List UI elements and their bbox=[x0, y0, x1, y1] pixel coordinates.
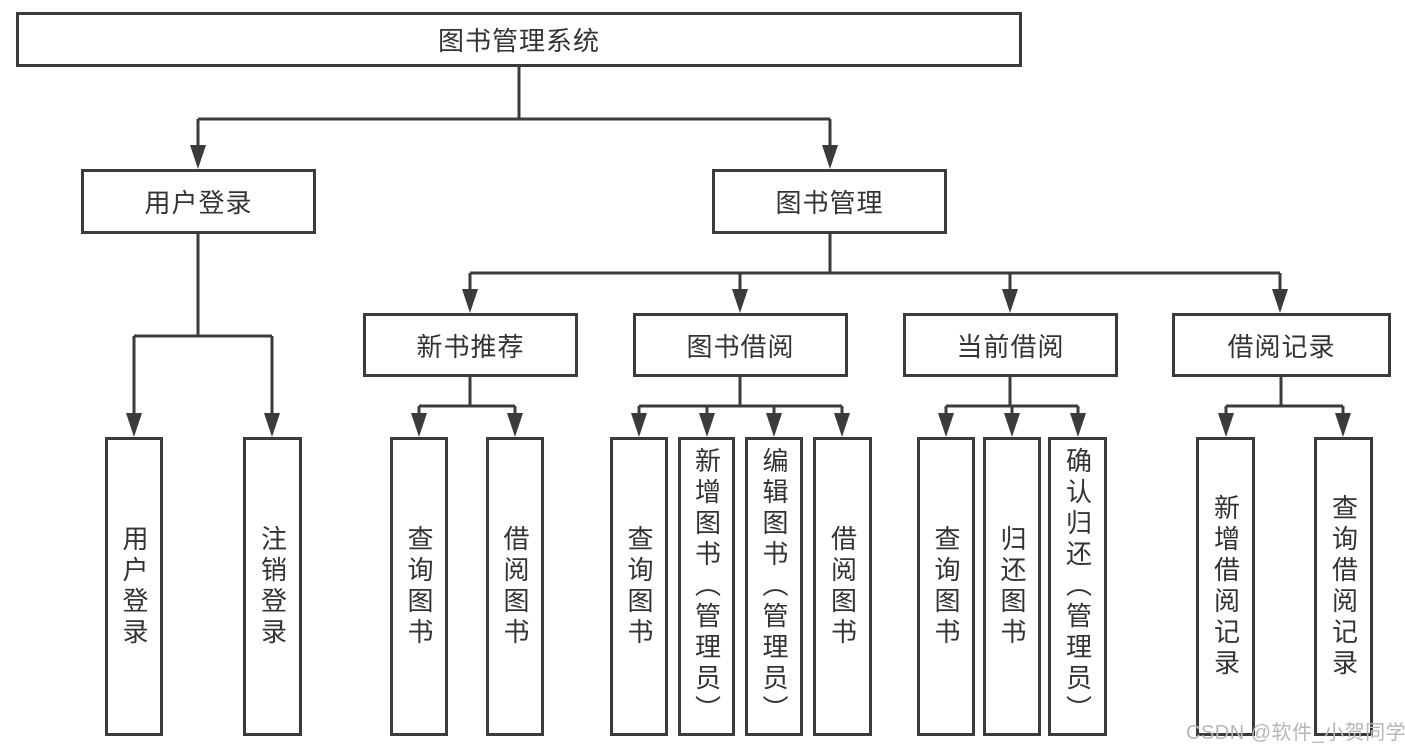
arrowhead bbox=[732, 289, 748, 313]
arrowhead bbox=[1002, 289, 1018, 313]
arrowhead bbox=[1218, 413, 1234, 437]
node-book-borrowing: 图书借阅 bbox=[633, 313, 848, 377]
arrowhead bbox=[1272, 289, 1288, 313]
node-label: 借阅图书 bbox=[827, 524, 858, 649]
arrowhead bbox=[834, 413, 850, 437]
arrowhead bbox=[1335, 413, 1351, 437]
node-label: 注销登录 bbox=[257, 524, 288, 649]
node-book-management: 图书管理 bbox=[712, 169, 947, 234]
node-user-login: 用户登录 bbox=[81, 169, 316, 234]
leaf-borrowing-query-books: 查询图书 bbox=[610, 437, 668, 736]
node-label: 用户登录 bbox=[119, 524, 149, 649]
leaf-records-query-borrow-record: 查询借阅记录 bbox=[1314, 437, 1373, 736]
arrowhead bbox=[766, 413, 782, 437]
leaf-newbooks-borrow-books: 借阅图书 bbox=[486, 437, 544, 736]
leaf-current-confirm-return-admin: 确认归还（管理员） bbox=[1048, 437, 1107, 736]
arrowhead bbox=[699, 413, 715, 437]
leaf-borrowing-edit-book-admin: 编辑图书（管理员） bbox=[745, 437, 803, 736]
arrowhead bbox=[822, 145, 838, 169]
arrowhead bbox=[462, 289, 478, 313]
leaf-borrowing-borrow-books: 借阅图书 bbox=[813, 437, 872, 736]
arrowhead bbox=[126, 413, 142, 437]
node-label: 查询图书 bbox=[624, 524, 654, 649]
node-label: 查询图书 bbox=[931, 524, 961, 649]
node-label: 编辑图书（管理员） bbox=[759, 447, 789, 726]
node-label: 借阅图书 bbox=[500, 524, 530, 649]
watermark: CSDN @软件_小贺同学 bbox=[1186, 722, 1405, 744]
arrowhead bbox=[631, 413, 647, 437]
leaf-current-query-books: 查询图书 bbox=[917, 437, 975, 736]
node-current-borrowing: 当前借阅 bbox=[903, 313, 1118, 377]
leaf-logout: 注销登录 bbox=[243, 437, 302, 736]
node-label: 查询图书 bbox=[404, 524, 434, 649]
leaf-user-login: 用户登录 bbox=[105, 437, 163, 736]
node-label: 确认归还（管理员） bbox=[1062, 447, 1093, 726]
node-label: 新增图书（管理员） bbox=[691, 447, 722, 726]
node-label: 新增借阅记录 bbox=[1210, 493, 1241, 680]
node-library-management-system: 图书管理系统 bbox=[16, 12, 1022, 67]
node-label: 归还图书 bbox=[997, 524, 1027, 649]
leaf-borrowing-add-book-admin: 新增图书（管理员） bbox=[678, 437, 735, 736]
leaf-records-add-borrow-record: 新增借阅记录 bbox=[1196, 437, 1255, 736]
node-borrow-records: 借阅记录 bbox=[1172, 313, 1391, 377]
arrowhead bbox=[411, 413, 427, 437]
node-label: 查询借阅记录 bbox=[1328, 493, 1359, 680]
node-new-book-recommend: 新书推荐 bbox=[363, 313, 578, 377]
leaf-current-return-book: 归还图书 bbox=[983, 437, 1041, 736]
arrowhead bbox=[190, 145, 206, 169]
arrowhead bbox=[1004, 413, 1020, 437]
arrowhead bbox=[1070, 413, 1086, 437]
arrowhead bbox=[507, 413, 523, 437]
arrowhead bbox=[264, 413, 280, 437]
leaf-newbooks-query-books: 查询图书 bbox=[390, 437, 448, 736]
arrowhead bbox=[938, 413, 954, 437]
